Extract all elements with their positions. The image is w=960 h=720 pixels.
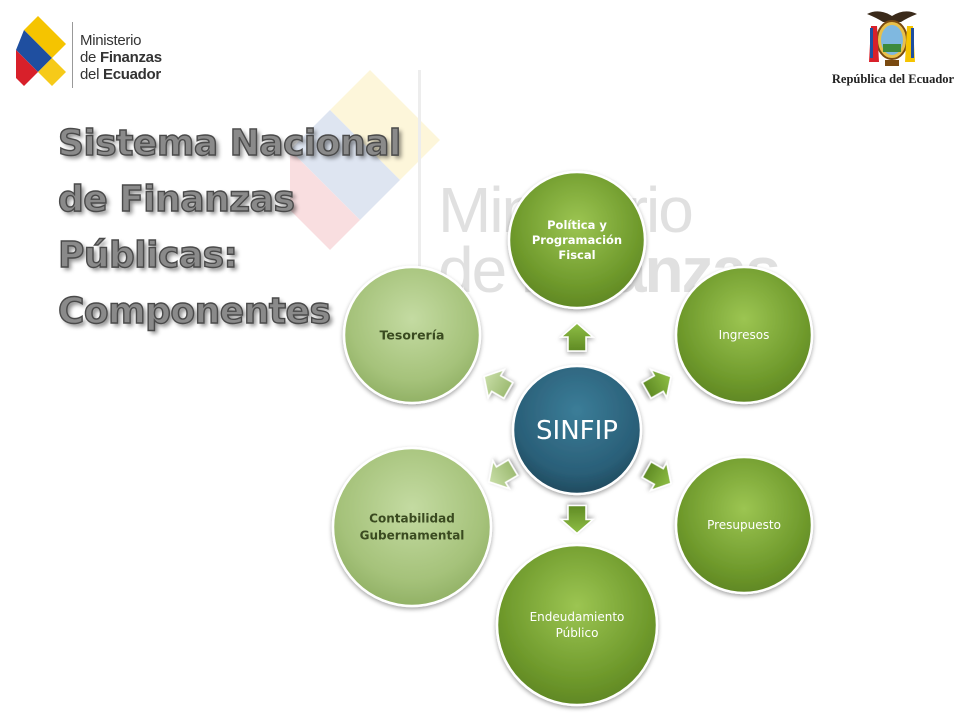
diagram-arrows (483, 322, 672, 535)
arrow-to-endeudamiento (559, 504, 595, 535)
node-endeudamiento-circle (495, 543, 659, 707)
arrow-to-politica (559, 322, 595, 352)
node-tesoreria-circle (342, 265, 482, 405)
node-politica-label-2: Fiscal (558, 248, 595, 262)
node-tesoreria-label-0: Tesorería (380, 327, 445, 342)
center-circle (511, 364, 643, 496)
center-label: SINFIP (536, 416, 618, 446)
logo-line3: del Ecuador (80, 66, 162, 83)
node-endeudamiento-label-0: Endeudamiento (530, 610, 625, 624)
arrow-to-tesoreria (483, 368, 514, 400)
arrow-to-presupuesto (641, 460, 672, 492)
coat-of-arms-icon (867, 11, 917, 66)
title-line2: de Finanzas (57, 178, 295, 220)
republica-seal: República del Ecuador (830, 6, 956, 90)
ministerio-logo: Ministerio de Finanzas del Ecuador (16, 16, 176, 96)
node-presupuesto: Presupuesto (674, 455, 814, 595)
logo-line1: Ministerio (80, 32, 142, 49)
node-contabilidad-label-1: Gubernamental (360, 529, 465, 543)
page-title: Sistema Nacional de Finanzas Públicas: C… (57, 116, 418, 340)
logo-line2-bold: Finanzas (99, 49, 162, 66)
node-presupuesto-circle (674, 455, 814, 595)
node-presupuesto-label-0: Presupuesto (707, 518, 781, 532)
title-line3: Públicas: (57, 234, 238, 276)
title-line4: Componentes (57, 290, 331, 332)
diagram-nodes: Política yProgramaciónFiscalIngresosPres… (331, 170, 814, 707)
seal-caption: República del Ecuador (831, 72, 955, 86)
ministerio-logo-mark-icon (16, 16, 66, 86)
node-ingresos-label-0: Ingresos (719, 328, 770, 342)
node-ingresos-circle (674, 265, 814, 405)
node-tesoreria: Tesorería (342, 265, 482, 405)
logo-line3-bold: Ecuador (103, 66, 161, 83)
logo-line2: de Finanzas (80, 49, 162, 66)
node-politica-label-0: Política y (547, 218, 607, 232)
node-politica-circle (507, 170, 647, 310)
node-ingresos: Ingresos (674, 265, 814, 405)
node-politica-label-1: Programación (532, 233, 622, 247)
watermark-logo-icon (290, 70, 440, 300)
logo-line2-prefix: de (80, 49, 100, 66)
logo-text: Ministerio de Finanzas del Ecuador (80, 32, 162, 83)
node-contabilidad-circle (331, 446, 493, 608)
title-line1: Sistema Nacional (57, 122, 402, 164)
node-contabilidad-label-0: Contabilidad (369, 512, 455, 526)
logo-line3-prefix: del (80, 66, 103, 83)
node-center-sinfip: SINFIP (511, 364, 643, 496)
node-endeudamiento-label-1: Público (556, 626, 599, 640)
arrow-to-ingresos (641, 368, 672, 400)
logo-divider (72, 22, 73, 88)
arrow-to-contabilidad (488, 458, 519, 490)
